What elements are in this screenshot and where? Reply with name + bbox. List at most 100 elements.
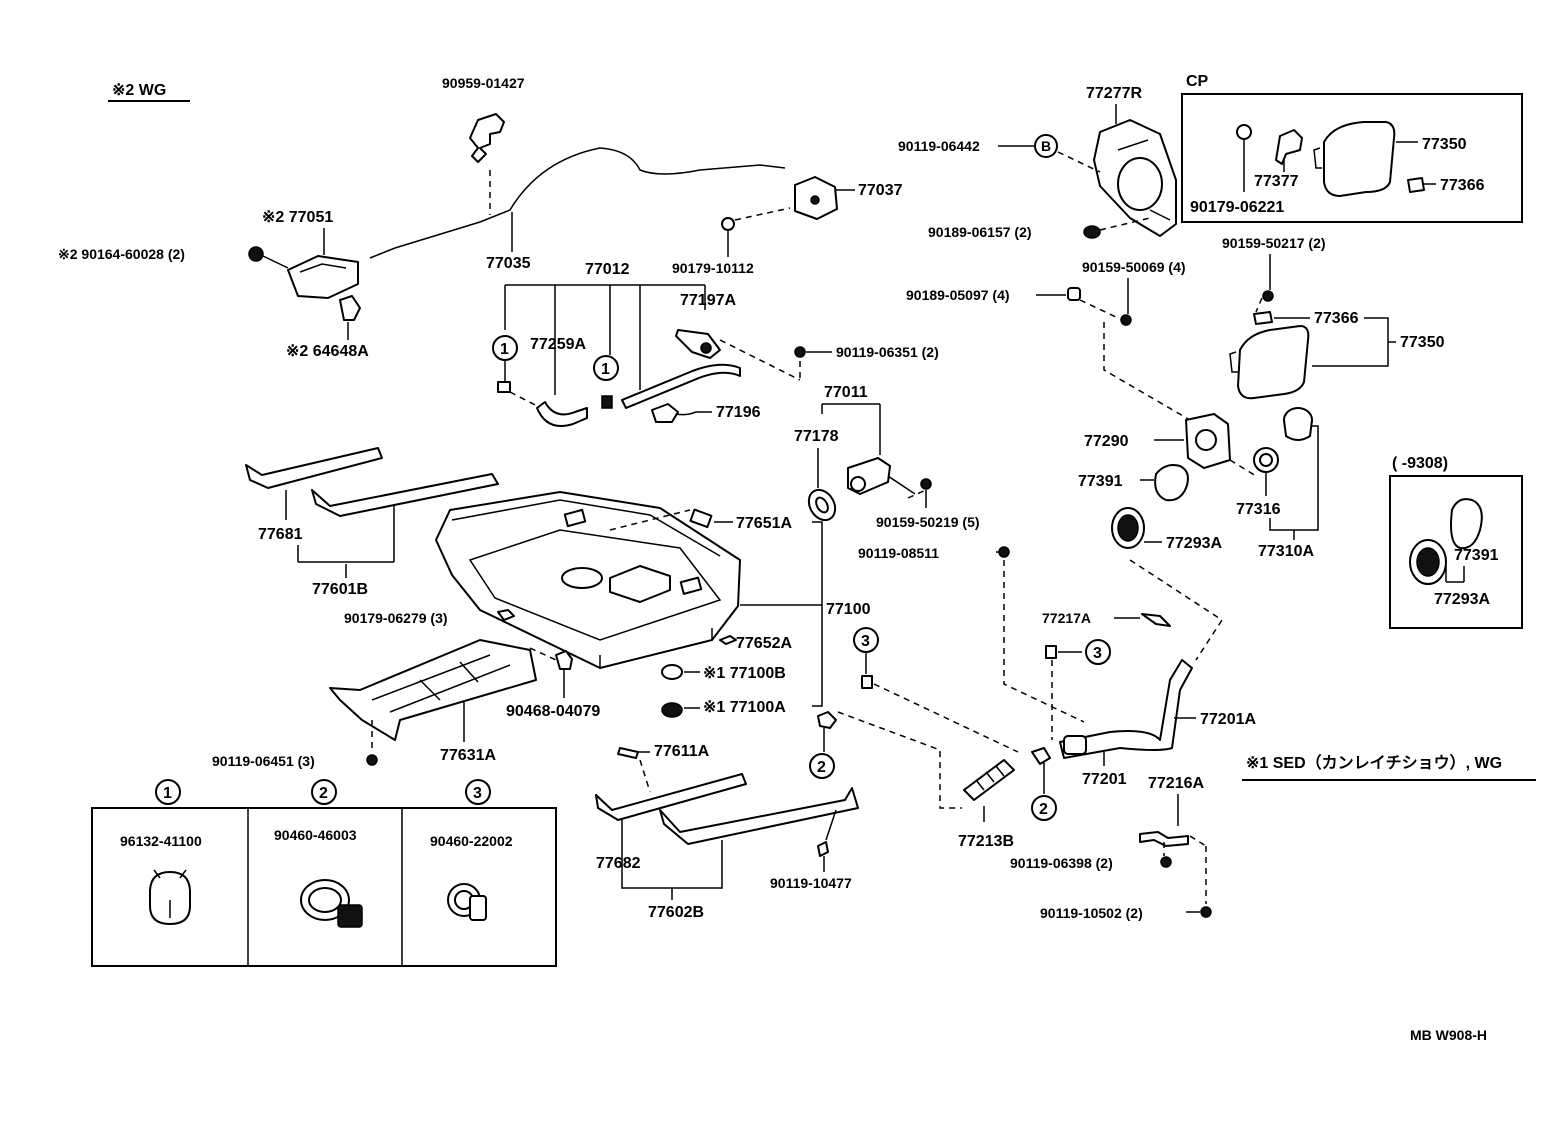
bolt-90164-60028[interactable]: [248, 246, 289, 269]
label-77201A[interactable]: 77201A: [1200, 711, 1256, 728]
clamp-one-a[interactable]: [497, 381, 511, 393]
label-77011[interactable]: 77011: [824, 384, 868, 401]
clip-64648A[interactable]: [339, 295, 361, 321]
label-77681[interactable]: 77681: [258, 526, 303, 543]
bracket-77197A[interactable]: [675, 329, 721, 359]
pad-77611A[interactable]: [617, 747, 639, 759]
clamp-90460-46003[interactable]: [300, 879, 363, 928]
bracket-77216A[interactable]: [1139, 831, 1189, 847]
clamp-two-b[interactable]: [1031, 747, 1051, 765]
screw-90179-06221[interactable]: [1236, 124, 1252, 140]
bracket-77217A[interactable]: [1141, 613, 1171, 627]
cap-77316[interactable]: [1253, 447, 1279, 473]
inlet-77290[interactable]: [1185, 413, 1231, 469]
screw-90159-50219[interactable]: [920, 478, 932, 490]
label-77350[interactable]: 77350: [1400, 334, 1445, 351]
label-77391[interactable]: 77391: [1078, 473, 1123, 490]
label-77293A[interactable]: 77293A: [1166, 535, 1222, 552]
label-90159-50069[interactable]: 90159-50069 (4): [1082, 259, 1186, 275]
spring-77366[interactable]: [1253, 311, 1273, 325]
label-90119-06442[interactable]: 90119-06442: [898, 138, 980, 154]
label-90119-06451[interactable]: 90119-06451 (3): [212, 753, 315, 769]
label-77310A[interactable]: 77310A: [1258, 543, 1314, 560]
label-90119-08511[interactable]: 90119-08511: [858, 545, 939, 561]
label-77316[interactable]: 77316: [1236, 501, 1281, 518]
label-90179-06279[interactable]: 90179-06279 (3): [344, 610, 448, 626]
cable-clamp-90959[interactable]: [469, 113, 505, 163]
label-90159-50217[interactable]: 90159-50217 (2): [1222, 235, 1326, 251]
screw-90159-50069[interactable]: [1120, 314, 1132, 326]
label-90119-10502[interactable]: 90119-10502 (2): [1040, 905, 1143, 921]
protector-77631A[interactable]: [329, 639, 537, 741]
strap-77602B[interactable]: [659, 787, 859, 845]
pad-77651A[interactable]: [689, 508, 713, 529]
pump-77011[interactable]: [847, 457, 916, 495]
hose-77012[interactable]: [621, 363, 741, 409]
label-77100B[interactable]: ※1 77100B: [703, 665, 786, 682]
label-77178[interactable]: 77178: [794, 428, 839, 445]
label-90159-50219[interactable]: 90159-50219 (5): [876, 514, 980, 530]
strap-77681[interactable]: [245, 447, 383, 489]
gasket-77391-b[interactable]: [1450, 498, 1483, 550]
nut-77100B[interactable]: [661, 664, 683, 680]
label-77377[interactable]: 77377: [1254, 173, 1299, 190]
pad-77652A[interactable]: [719, 635, 737, 645]
strap-77682[interactable]: [595, 773, 747, 821]
label-77035[interactable]: 77035: [486, 255, 531, 272]
label-77290[interactable]: 77290: [1084, 433, 1129, 450]
label-90179-10112[interactable]: 90179-10112: [672, 260, 754, 276]
label-90179-06221[interactable]: 90179-06221: [1190, 199, 1284, 216]
label-90119-06398[interactable]: 90119-06398 (2): [1010, 855, 1113, 871]
door-77350[interactable]: [1229, 325, 1310, 400]
cap-77310A[interactable]: [1283, 407, 1313, 441]
label-77350-cp[interactable]: 77350: [1422, 136, 1467, 153]
cable-77035[interactable]: [369, 147, 786, 259]
label-77602B[interactable]: 77602B: [648, 904, 704, 921]
clamp-three-a[interactable]: [861, 675, 873, 689]
legend-part-3[interactable]: 90460-22002: [430, 833, 513, 849]
label-77366[interactable]: 77366: [1314, 310, 1359, 327]
label-77366-cp[interactable]: 77366: [1440, 177, 1485, 194]
strap-77601B[interactable]: [311, 473, 499, 517]
fuel-tank-77100[interactable]: [435, 491, 741, 669]
label-77391-b[interactable]: 77391: [1454, 547, 1499, 564]
label-90119-06351[interactable]: 90119-06351 (2): [836, 344, 939, 360]
bolt-90119-10477[interactable]: [817, 809, 837, 857]
bolt-90119-06451[interactable]: [366, 754, 378, 766]
bolt-90119-06351[interactable]: [794, 346, 806, 358]
housing-77277R[interactable]: [1093, 119, 1177, 237]
sensor-77196[interactable]: [651, 403, 697, 423]
label-90189-06157[interactable]: 90189-06157 (2): [928, 224, 1032, 240]
gasket-77391[interactable]: [1154, 464, 1189, 502]
bolt-90119-08511[interactable]: [998, 546, 1010, 558]
label-77100A[interactable]: ※1 77100A: [703, 699, 786, 716]
hose-77259A[interactable]: [536, 401, 588, 427]
door-77350-cp[interactable]: [1313, 121, 1396, 197]
label-90959-01427[interactable]: 90959-01427: [442, 75, 525, 91]
nut-77100A[interactable]: [661, 702, 683, 718]
gasket-77178[interactable]: [804, 485, 841, 525]
label-77201[interactable]: 77201: [1082, 771, 1127, 788]
bolt-90179-10112[interactable]: [721, 217, 735, 231]
bolt-90119-10502[interactable]: [1200, 906, 1212, 918]
clamp-90460-22002[interactable]: [447, 883, 487, 921]
label-77601B[interactable]: 77601B: [312, 581, 368, 598]
label-77217A[interactable]: 77217A: [1042, 610, 1091, 626]
nut-90189-05097[interactable]: [1067, 287, 1081, 301]
clamp-two-a[interactable]: [817, 711, 837, 729]
label-77293A-b[interactable]: 77293A: [1434, 591, 1490, 608]
label-90189-05097[interactable]: 90189-05097 (4): [906, 287, 1010, 303]
label-90468-04079[interactable]: 90468-04079: [506, 703, 600, 720]
clamp-one-b[interactable]: [601, 395, 613, 409]
label-77037[interactable]: 77037: [858, 182, 903, 199]
label-90119-10477[interactable]: 90119-10477: [770, 875, 852, 891]
label-77196[interactable]: 77196: [716, 404, 761, 421]
hinge-77377[interactable]: [1275, 129, 1303, 165]
label-90164-60028[interactable]: ※2 90164-60028 (2): [58, 246, 185, 262]
lock-77037[interactable]: [794, 176, 838, 220]
cap-77293A[interactable]: [1111, 507, 1145, 549]
clip-96132-41100[interactable]: [149, 869, 191, 925]
label-77259A[interactable]: 77259A: [530, 336, 586, 353]
bracket-77051[interactable]: [287, 255, 359, 299]
cap-77293A-b[interactable]: [1409, 539, 1447, 585]
